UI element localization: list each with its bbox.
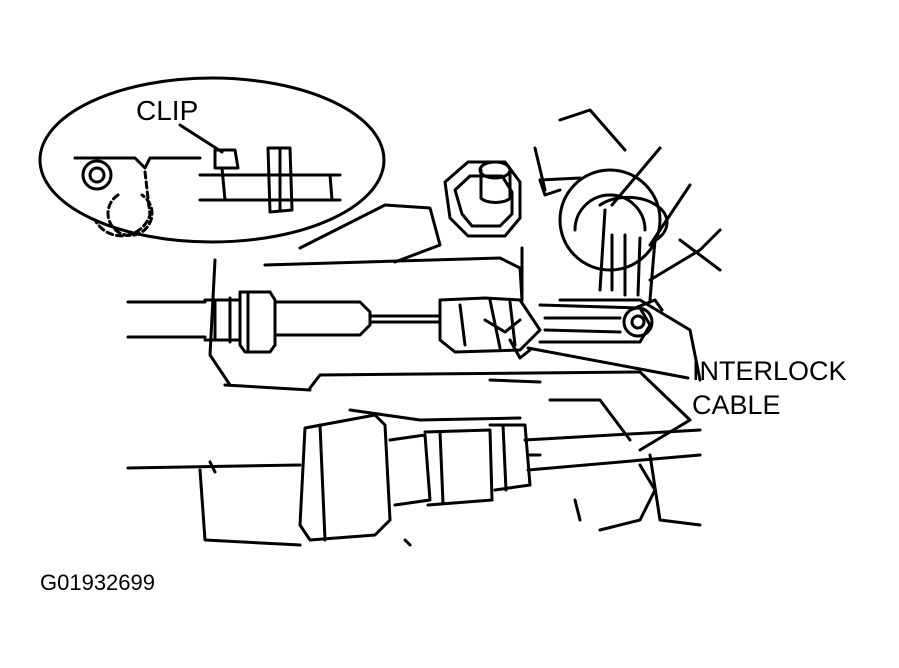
interlock-label-line-1: INTERLOCK	[692, 356, 847, 386]
interlock-leader-line	[526, 346, 690, 380]
bracket-outline	[126, 108, 722, 547]
figure-id: G01932699	[40, 570, 155, 595]
mounting-nut	[443, 160, 522, 238]
interlock-cable	[126, 290, 652, 360]
clip-leader-line	[178, 123, 224, 154]
inset-detail-bubble	[38, 76, 386, 244]
clip-label: CLIP	[136, 95, 199, 126]
clip-pin	[622, 298, 664, 338]
shift-lever	[558, 146, 692, 302]
interlock-cable-label: INTERLOCK CABLE	[692, 354, 847, 422]
lower-cable	[298, 408, 702, 542]
interlock-label-line-2: CABLE	[692, 390, 781, 420]
